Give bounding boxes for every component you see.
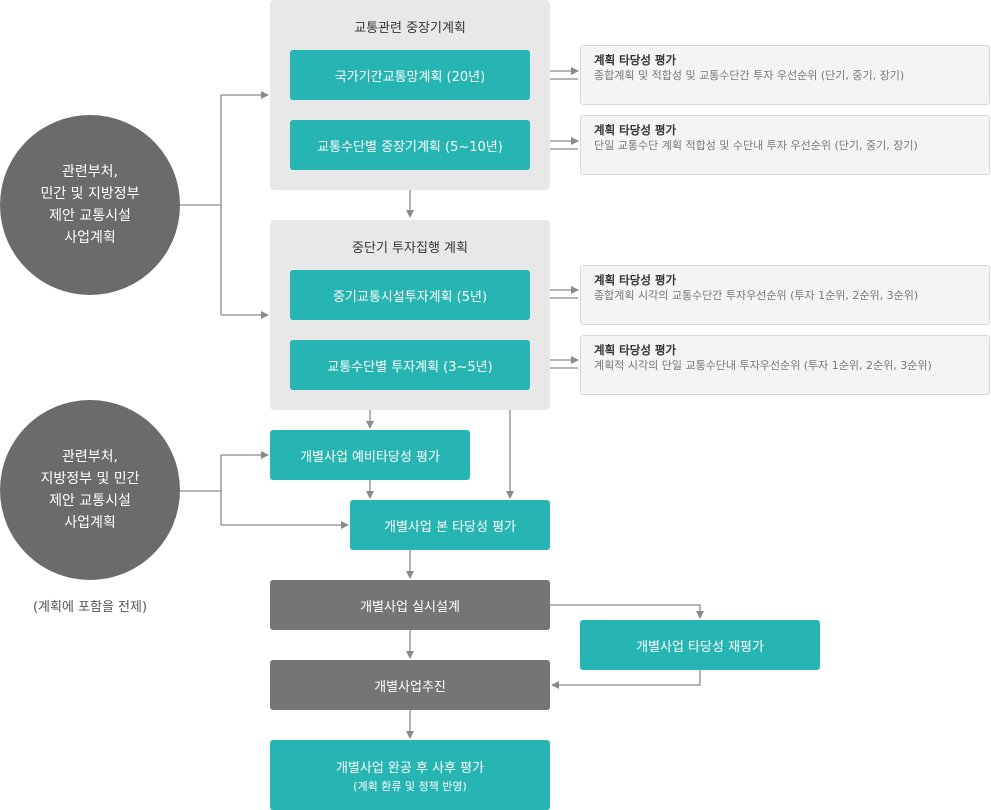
- note-plan-feasibility-1: 계획 타당성 평가 종합계획 및 적합성 및 교통수단간 투자 우선순위 (단기…: [580, 45, 990, 105]
- footnote-premise: (계획에 포함을 전제): [32, 600, 148, 615]
- box-mode-investment-plan: 교통수단별 투자계획 (3~5년): [290, 340, 530, 390]
- box-feasibility-re-evaluation: 개별사업 타당성 재평가: [580, 620, 820, 670]
- circle-line: 제안 교통시설: [49, 493, 131, 509]
- note-title: 계획 타당성 평가: [594, 53, 677, 67]
- note-plan-feasibility-3: 계획 타당성 평가 종합계획 시각의 교통수단간 투자우선순위 (투자 1순위,…: [580, 265, 990, 325]
- note-description: 종합계획 및 적합성 및 교통수단간 투자 우선순위 (단기, 중기, 장기): [594, 69, 905, 82]
- box-main-feasibility: 개별사업 본 타당성 평가: [350, 500, 550, 550]
- circle-line: 사업계획: [64, 515, 116, 531]
- box-pre-feasibility: 개별사업 예비타당성 평가: [270, 430, 470, 480]
- note-title: 계획 타당성 평가: [594, 123, 677, 137]
- circle-line: 지방정부 및 민간: [40, 471, 140, 487]
- note-plan-feasibility-4: 계획 타당성 평가 계획적 시각의 단일 교통수단내 투자우선순위 (투자 1순…: [580, 335, 990, 395]
- group-title: 교통관련 중장기계획: [354, 21, 466, 36]
- box-post-evaluation: 개별사업 완공 후 사후 평가 (계획 환류 및 정책 반영): [270, 740, 550, 810]
- circle-line: 제안 교통시설: [49, 208, 131, 224]
- circle-proposed-projects-bottom: 관련부처, 지방정부 및 민간 제안 교통시설 사업계획: [0, 400, 180, 580]
- note-plan-feasibility-2: 계획 타당성 평가 단일 교통수단 계획 적합성 및 수단내 투자 우선순위 (…: [580, 115, 990, 175]
- note-description: 종합계획 시각의 교통수단간 투자우선순위 (투자 1순위, 2순위, 3순위): [594, 289, 919, 302]
- note-title: 계획 타당성 평가: [594, 343, 677, 357]
- note-description: 계획적 시각의 단일 교통수단내 투자우선순위 (투자 1순위, 2순위, 3순…: [594, 359, 932, 372]
- circle-line: 관련부처,: [62, 164, 118, 180]
- group-title: 중단기 투자집행 계획: [352, 241, 468, 256]
- box-national-transport-plan: 국가기간교통망계획 (20년): [290, 50, 530, 100]
- note-title: 계획 타당성 평가: [594, 273, 677, 287]
- box-mid-term-investment-plan: 중기교통시설투자계획 (5년): [290, 270, 530, 320]
- circle-line: 사업계획: [64, 230, 116, 246]
- box-project-execution: 개별사업추진: [270, 660, 550, 710]
- box-mode-mid-long-plan: 교통수단별 중장기계획 (5~10년): [290, 120, 530, 170]
- circle-line: 민간 및 지방정부: [40, 186, 140, 202]
- circle-line: 관련부처,: [62, 449, 118, 465]
- post-eval-title: 개별사업 완공 후 사후 평가: [335, 760, 485, 776]
- post-eval-subtitle: (계획 환류 및 정책 반영): [353, 779, 467, 793]
- circle-proposed-projects-top: 관련부처, 민간 및 지방정부 제안 교통시설 사업계획: [0, 115, 180, 295]
- box-detailed-design: 개별사업 실시설계: [270, 580, 550, 630]
- note-description: 단일 교통수단 계획 적합성 및 수단내 투자 우선순위 (단기, 중기, 장기…: [594, 139, 918, 152]
